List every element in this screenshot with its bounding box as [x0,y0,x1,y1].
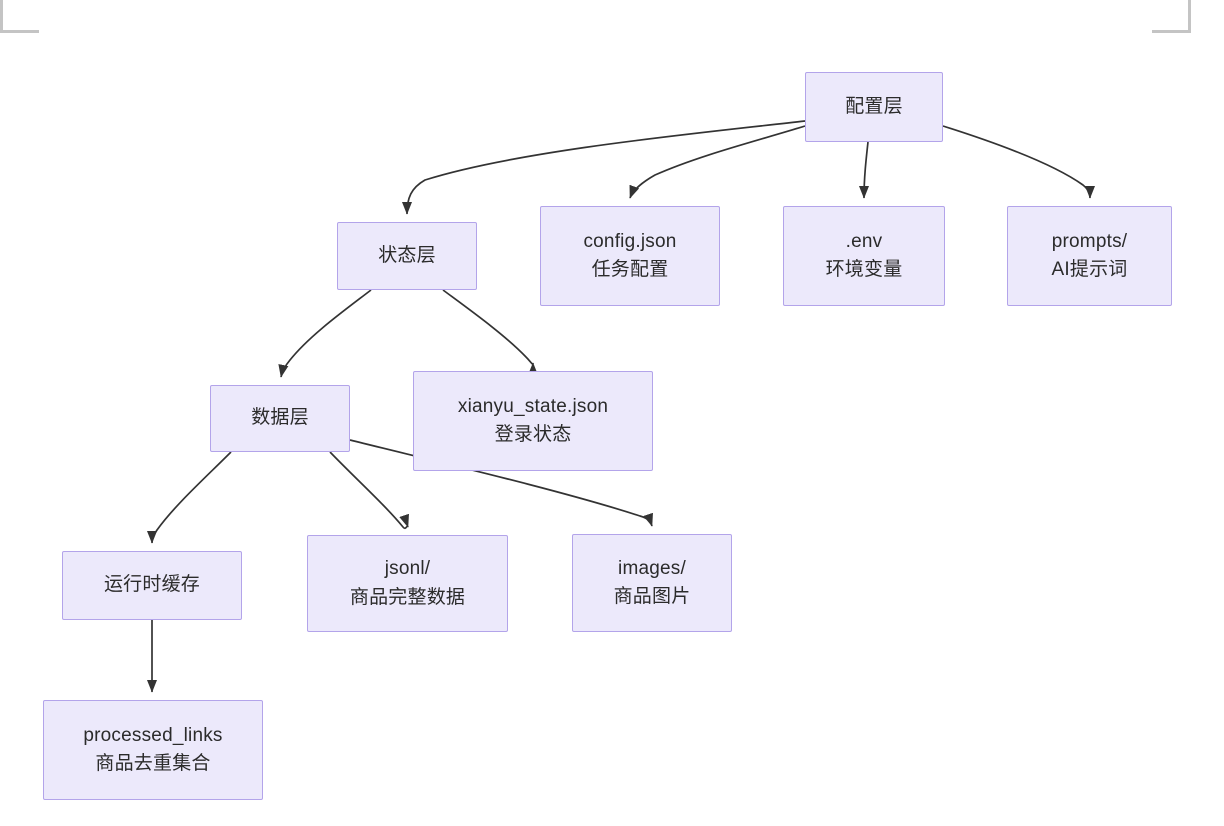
edge-data-to-runtime-cache [146,451,232,544]
node-config-json[interactable]: config.json 任务配置 [540,206,720,306]
node-label-line1: processed_links [83,724,223,746]
edge-config-to-env [858,141,870,199]
node-label-line2: 任务配置 [591,259,669,280]
edge-data-to-images [349,439,653,527]
node-label-line1: .env [845,230,883,252]
node-label-line1: prompts/ [1051,230,1128,252]
node-label-line2: 商品图片 [613,586,691,607]
node-jsonl-dir[interactable]: jsonl/ 商品完整数据 [307,535,508,632]
node-state-layer[interactable]: 状态层 [337,222,477,290]
node-prompts-dir[interactable]: prompts/ AI提示词 [1007,206,1172,306]
node-xianyu-state-json[interactable]: xianyu_state.json 登录状态 [413,371,653,471]
edge-config-to-state [401,120,806,215]
node-label-line1: 运行时缓存 [103,574,200,596]
node-processed-links[interactable]: processed_links 商品去重集合 [43,700,263,800]
node-env-file[interactable]: .env 环境变量 [783,206,945,306]
node-label-line2: 环境变量 [825,259,903,280]
node-label-line2: AI提示词 [1051,259,1128,280]
node-label-line1: 配置层 [845,95,903,117]
node-label-line2: 商品完整数据 [349,586,466,608]
node-label-line1: jsonl/ [384,558,431,580]
node-label-line2: 登录状态 [494,424,572,445]
node-label-line1: xianyu_state.json [457,395,609,417]
node-label-line1: images/ [618,557,686,579]
node-label-line2: 商品去重集合 [95,753,211,774]
node-label-line1: 状态层 [378,244,436,266]
node-runtime-cache[interactable]: 运行时缓存 [62,551,242,620]
node-label-line1: 数据层 [251,407,309,429]
edge-state-to-data [278,289,372,378]
edge-data-to-jsonl [329,451,409,530]
node-data-layer[interactable]: 数据层 [210,385,350,452]
node-label-line1: config.json [583,230,677,252]
edge-config-to-config-json [629,125,806,199]
node-images-dir[interactable]: images/ 商品图片 [572,534,732,632]
node-config-layer[interactable]: 配置层 [805,72,943,142]
edge-config-to-prompts [942,125,1096,199]
edge-state-to-xianyu [442,289,539,376]
